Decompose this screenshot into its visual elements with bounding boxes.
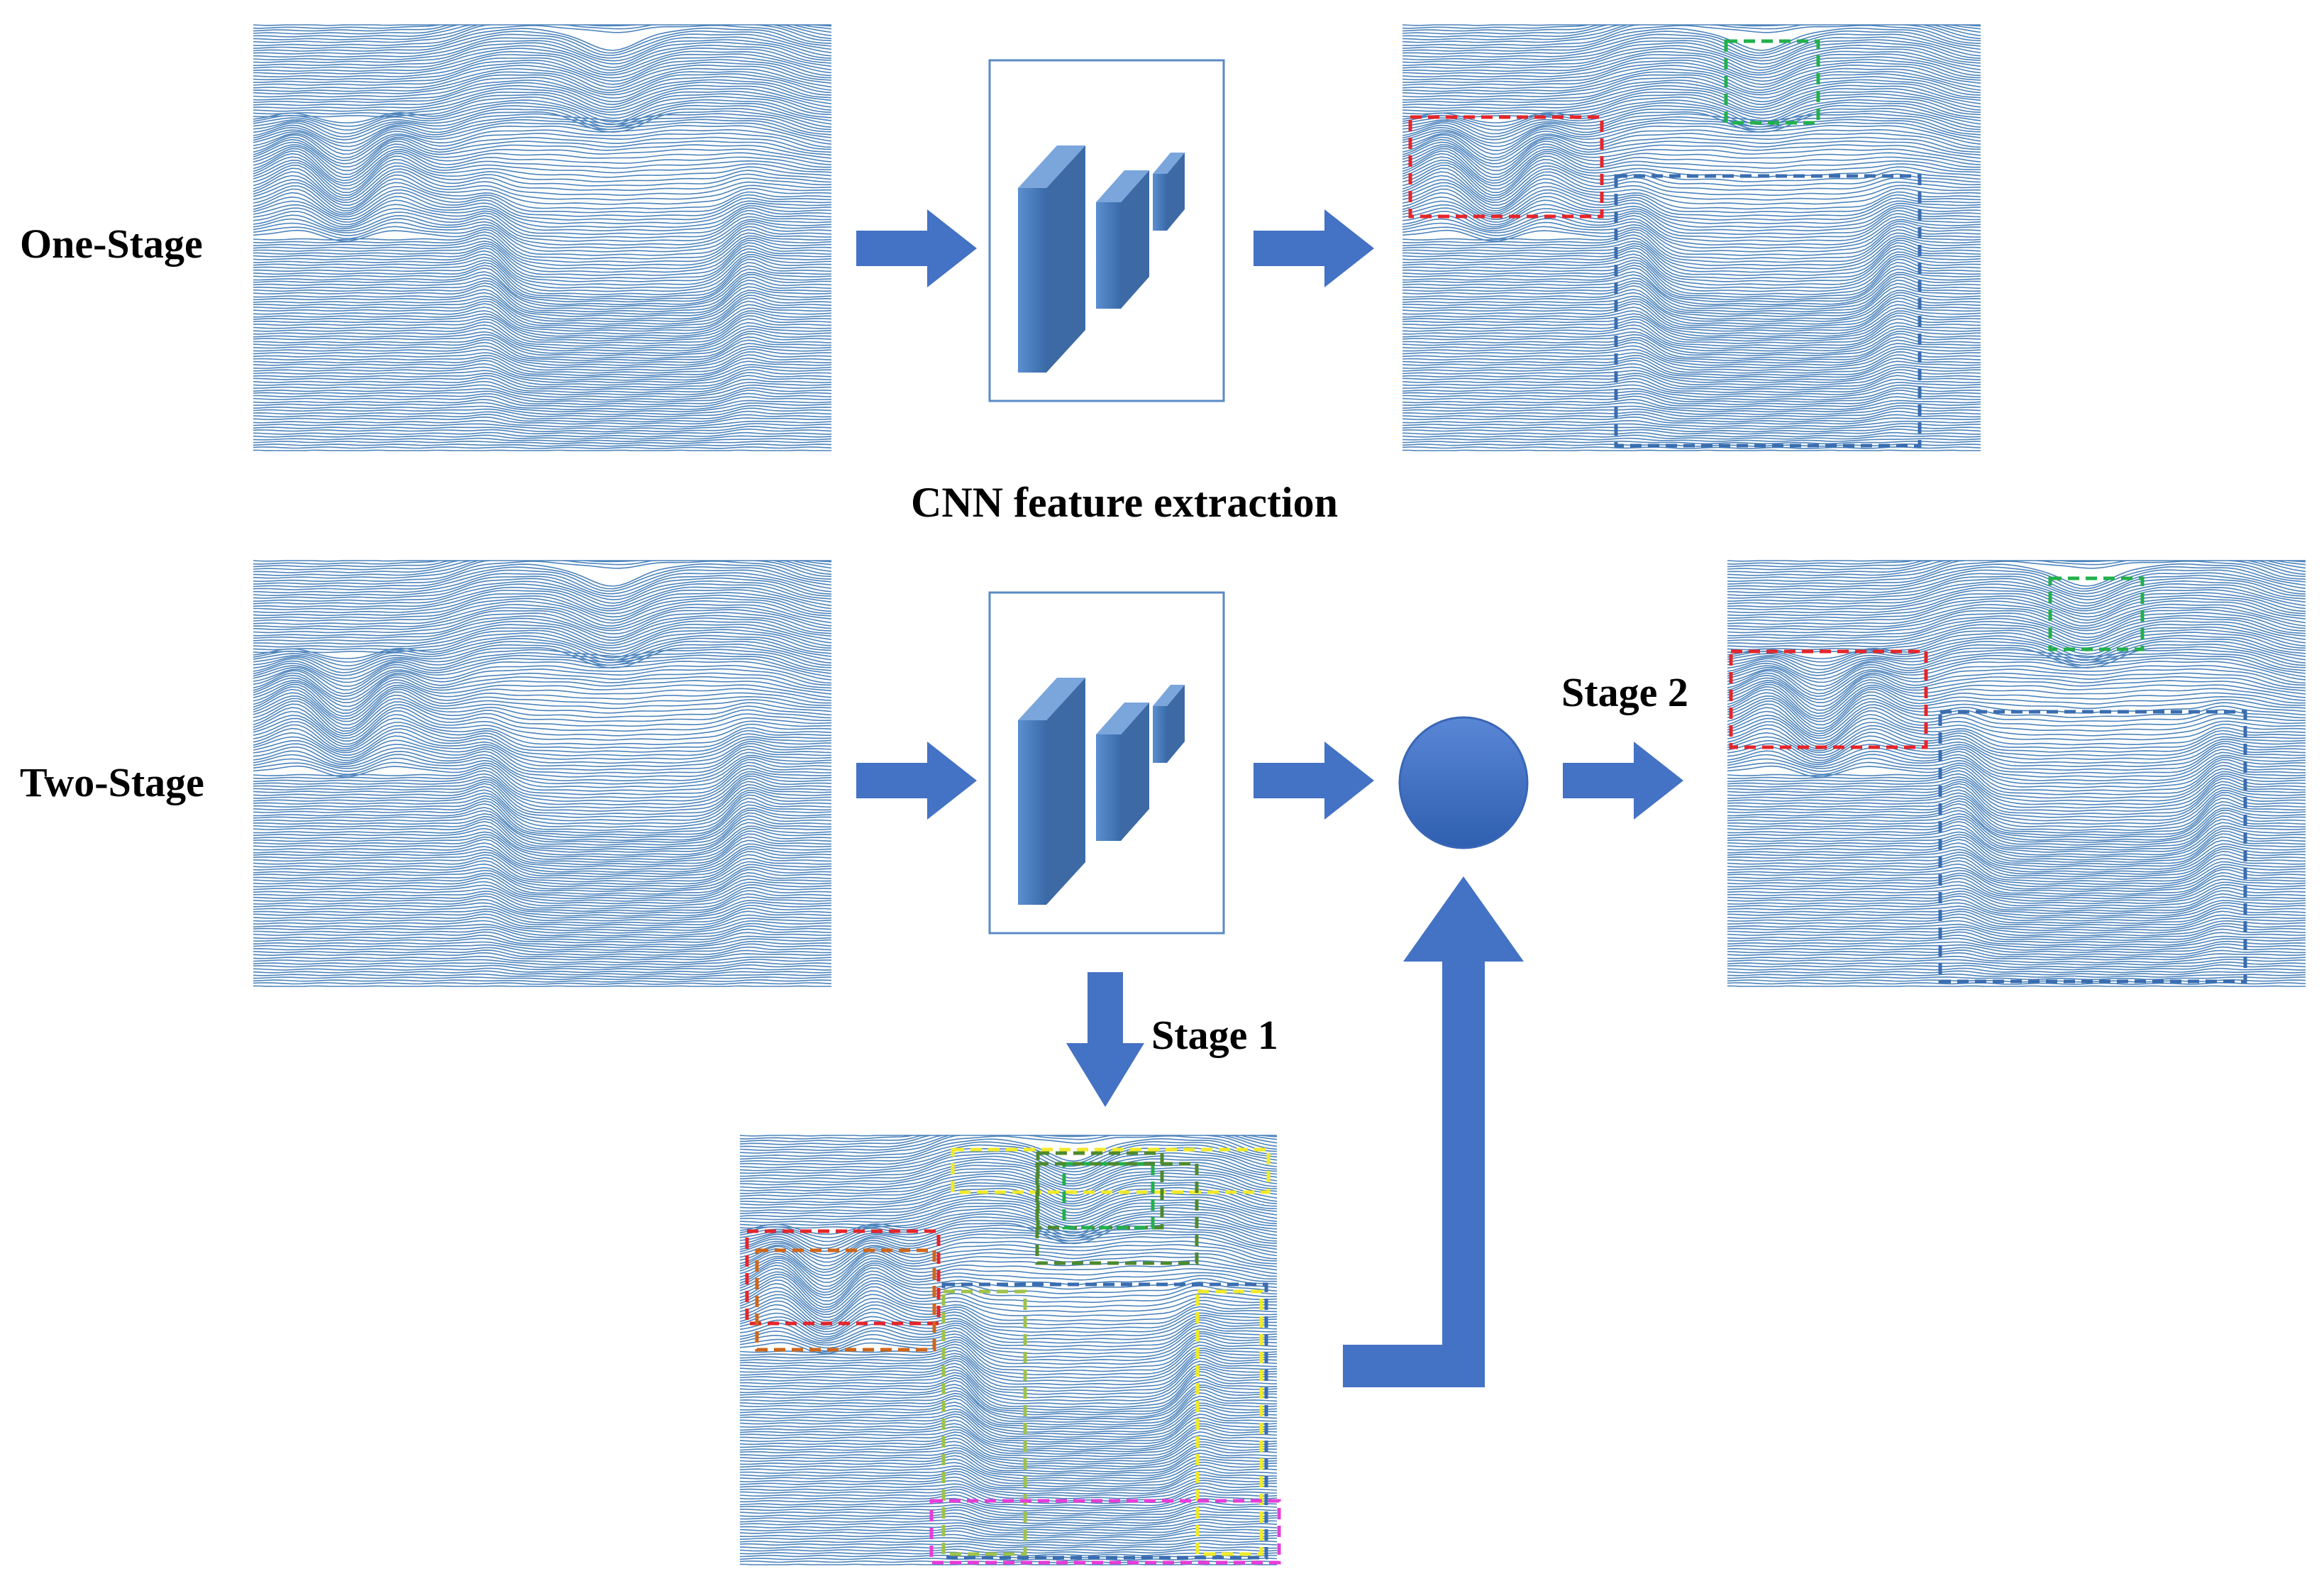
detection-box-red [1729,649,1928,749]
arrow-stage1-to-circle [1343,876,1524,1387]
cnn-layer-block-3 [1153,685,1185,763]
one-stage-output-image [1402,24,1981,451]
stage2-label: Stage 2 [1561,669,1688,715]
proposal-box-orange [755,1248,936,1352]
cnn-layer-block-1 [1018,678,1085,905]
cnn-feature-extractor-one-stage [988,59,1225,402]
cnn-layer-block-2 [1096,170,1149,309]
proposal-box-yellow-right [1195,1289,1263,1556]
detection-box-blue [1614,174,1922,448]
proposal-box-olive [941,1289,1027,1556]
arrow-input-to-cnn-one-stage [856,209,977,287]
arrow-input-to-cnn-two-stage [856,742,977,820]
cnn-feature-extraction-caption: CNN feature extraction [911,479,1338,526]
stage1-proposals-image [739,1135,1281,1565]
proposal-box-darkgreen [1035,1162,1199,1265]
proposal-box-yellow-top [951,1147,1271,1194]
arrow-circle-to-output [1563,742,1683,820]
proposal-box-magenta [929,1499,1281,1565]
two-stage-input-image [253,560,832,987]
two-stage-label: Two-Stage [20,759,204,805]
cnn-layer-block-2 [1096,703,1149,841]
detection-box-blue [1938,710,2247,984]
one-stage-label: One-Stage [20,221,203,267]
detection-box-red [1408,115,1604,219]
cnn-feature-extractor-two-stage [988,591,1225,935]
proposal-box-red [745,1229,941,1326]
two-stage-output-image [1727,560,2306,987]
arrow-cnn-to-output-one-stage [1254,209,1374,287]
proposal-box-green [1036,1151,1164,1230]
roi-classifier-circle [1398,716,1529,849]
arrow-cnn-to-circle [1254,742,1374,820]
detection-box-green [2048,576,2145,651]
arrow-cnn-to-stage1 [1066,972,1144,1107]
one-stage-input-image [253,24,832,451]
cnn-layer-block-1 [1018,145,1085,373]
detection-box-green [1724,39,1820,125]
stage1-label: Stage 1 [1151,1012,1278,1058]
cnn-layer-block-3 [1153,153,1185,231]
